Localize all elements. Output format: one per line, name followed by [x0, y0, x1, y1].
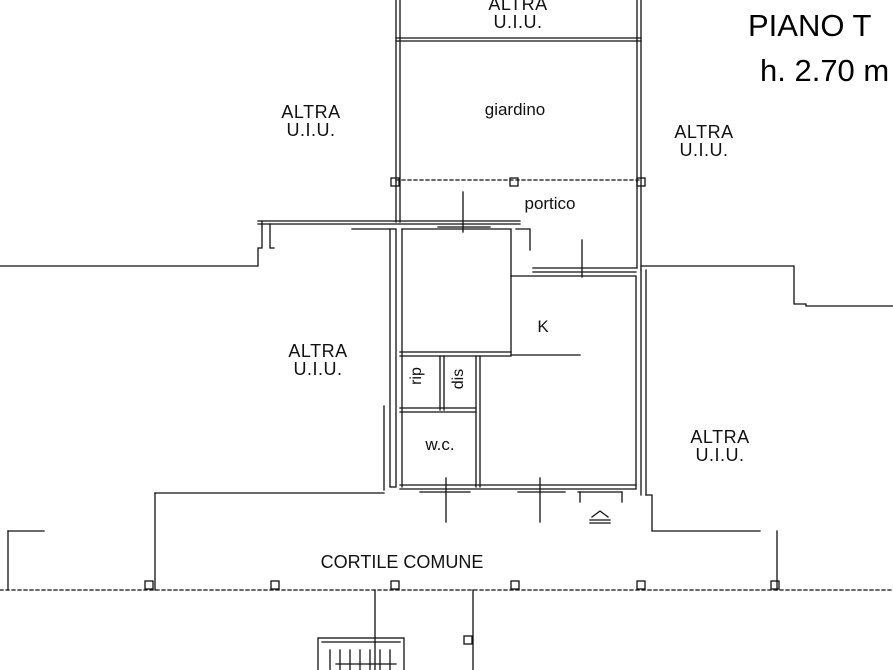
plan-title-height: h. 2.70 m — [760, 53, 890, 88]
unit-label-line: ALTRA — [690, 427, 750, 447]
garden-area-walls — [390, 0, 646, 271]
unit-label-line: U.I.U. — [679, 140, 729, 160]
right-neighbour-outline — [640, 265, 893, 496]
room-label-courtyard: CORTILE COMUNE — [320, 552, 484, 572]
apartment-walls — [383, 228, 637, 524]
unit-label-right-upper: ALTRA U.I.U. — [664, 123, 744, 159]
room-label-hallway: dis — [450, 368, 467, 390]
unit-label-top-center: ALTRA U.I.U. — [478, 0, 558, 31]
unit-label-line: ALTRA — [488, 0, 548, 14]
courtyard-outline — [0, 492, 893, 670]
unit-label-line: U.I.U. — [695, 445, 745, 465]
unit-label-left-middle: ALTRA U.I.U. — [278, 342, 358, 378]
unit-label-line: ALTRA — [281, 102, 341, 122]
room-label-toilet: w.c. — [425, 435, 455, 454]
unit-label-line: U.I.U. — [293, 359, 343, 379]
stair-outline — [317, 635, 473, 670]
plan-title-floor: PIANO T — [748, 8, 872, 43]
unit-label-left-upper: ALTRA U.I.U. — [271, 103, 351, 139]
unit-label-line: ALTRA — [288, 341, 348, 361]
room-label-garden: giardino — [484, 100, 546, 119]
unit-label-line: U.I.U. — [286, 120, 336, 140]
unit-label-right-middle: ALTRA U.I.U. — [680, 428, 760, 464]
unit-label-line: ALTRA — [674, 122, 734, 142]
unit-label-line: U.I.U. — [493, 12, 543, 32]
room-label-porch: portico — [524, 194, 576, 213]
left-neighbour-outline — [0, 220, 391, 267]
room-label-storage: rip — [408, 367, 425, 385]
room-label-kitchen: K — [537, 317, 549, 336]
porch-walls — [257, 181, 638, 278]
